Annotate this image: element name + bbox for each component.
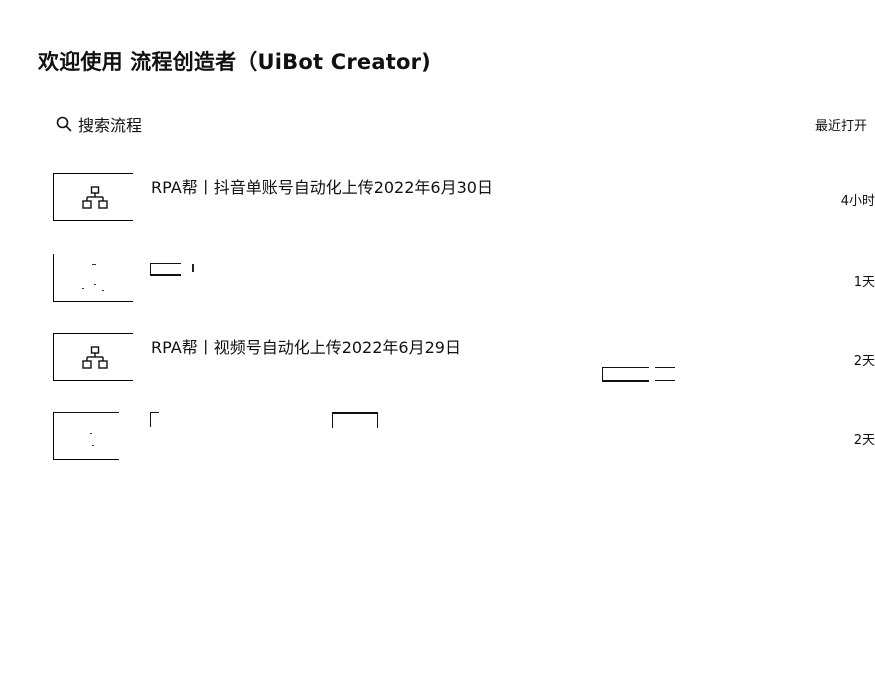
search-label: 搜索流程 [78, 116, 143, 135]
flow-thumbnail [53, 412, 119, 460]
flow-title: RPA帮丨抖音单账号自动化上传2022年6月30日 [151, 178, 493, 197]
flow-thumbnail [53, 333, 133, 381]
sort-recent-button[interactable]: 最近打开 [814, 119, 867, 134]
search-icon [56, 116, 72, 132]
flow-title: RPA帮丨视频号自动化上传2022年6月29日 [151, 338, 461, 357]
flow-item[interactable]: RPA帮丨抖音单账号自动化上传2022年6月30日 4小时 [0, 173, 875, 229]
flow-diagram-icon [82, 346, 108, 369]
flow-item[interactable]: 1天 [0, 254, 875, 310]
flow-item[interactable]: RPA帮丨视频号自动化上传2022年6月29日 2天 [0, 333, 875, 389]
search-flow[interactable]: 搜索流程 [56, 113, 142, 135]
redaction-mark [602, 367, 649, 382]
flow-thumbnail [53, 254, 133, 302]
flow-last-opened: 2天 [853, 433, 875, 448]
redaction-mark [192, 264, 194, 272]
redaction-mark [655, 367, 675, 381]
page-title: 欢迎使用 流程创造者（UiBot Creator) [38, 50, 431, 74]
flow-last-opened: 4小时 [840, 194, 875, 209]
flow-last-opened: 2天 [853, 354, 875, 369]
flow-thumbnail [53, 173, 133, 221]
flow-last-opened: 1天 [853, 275, 875, 290]
redaction-mark [150, 412, 159, 427]
redaction-mark [150, 263, 181, 276]
redaction-mark [332, 412, 378, 428]
flow-diagram-icon [82, 186, 108, 209]
flow-item[interactable]: 2天 [0, 412, 875, 468]
